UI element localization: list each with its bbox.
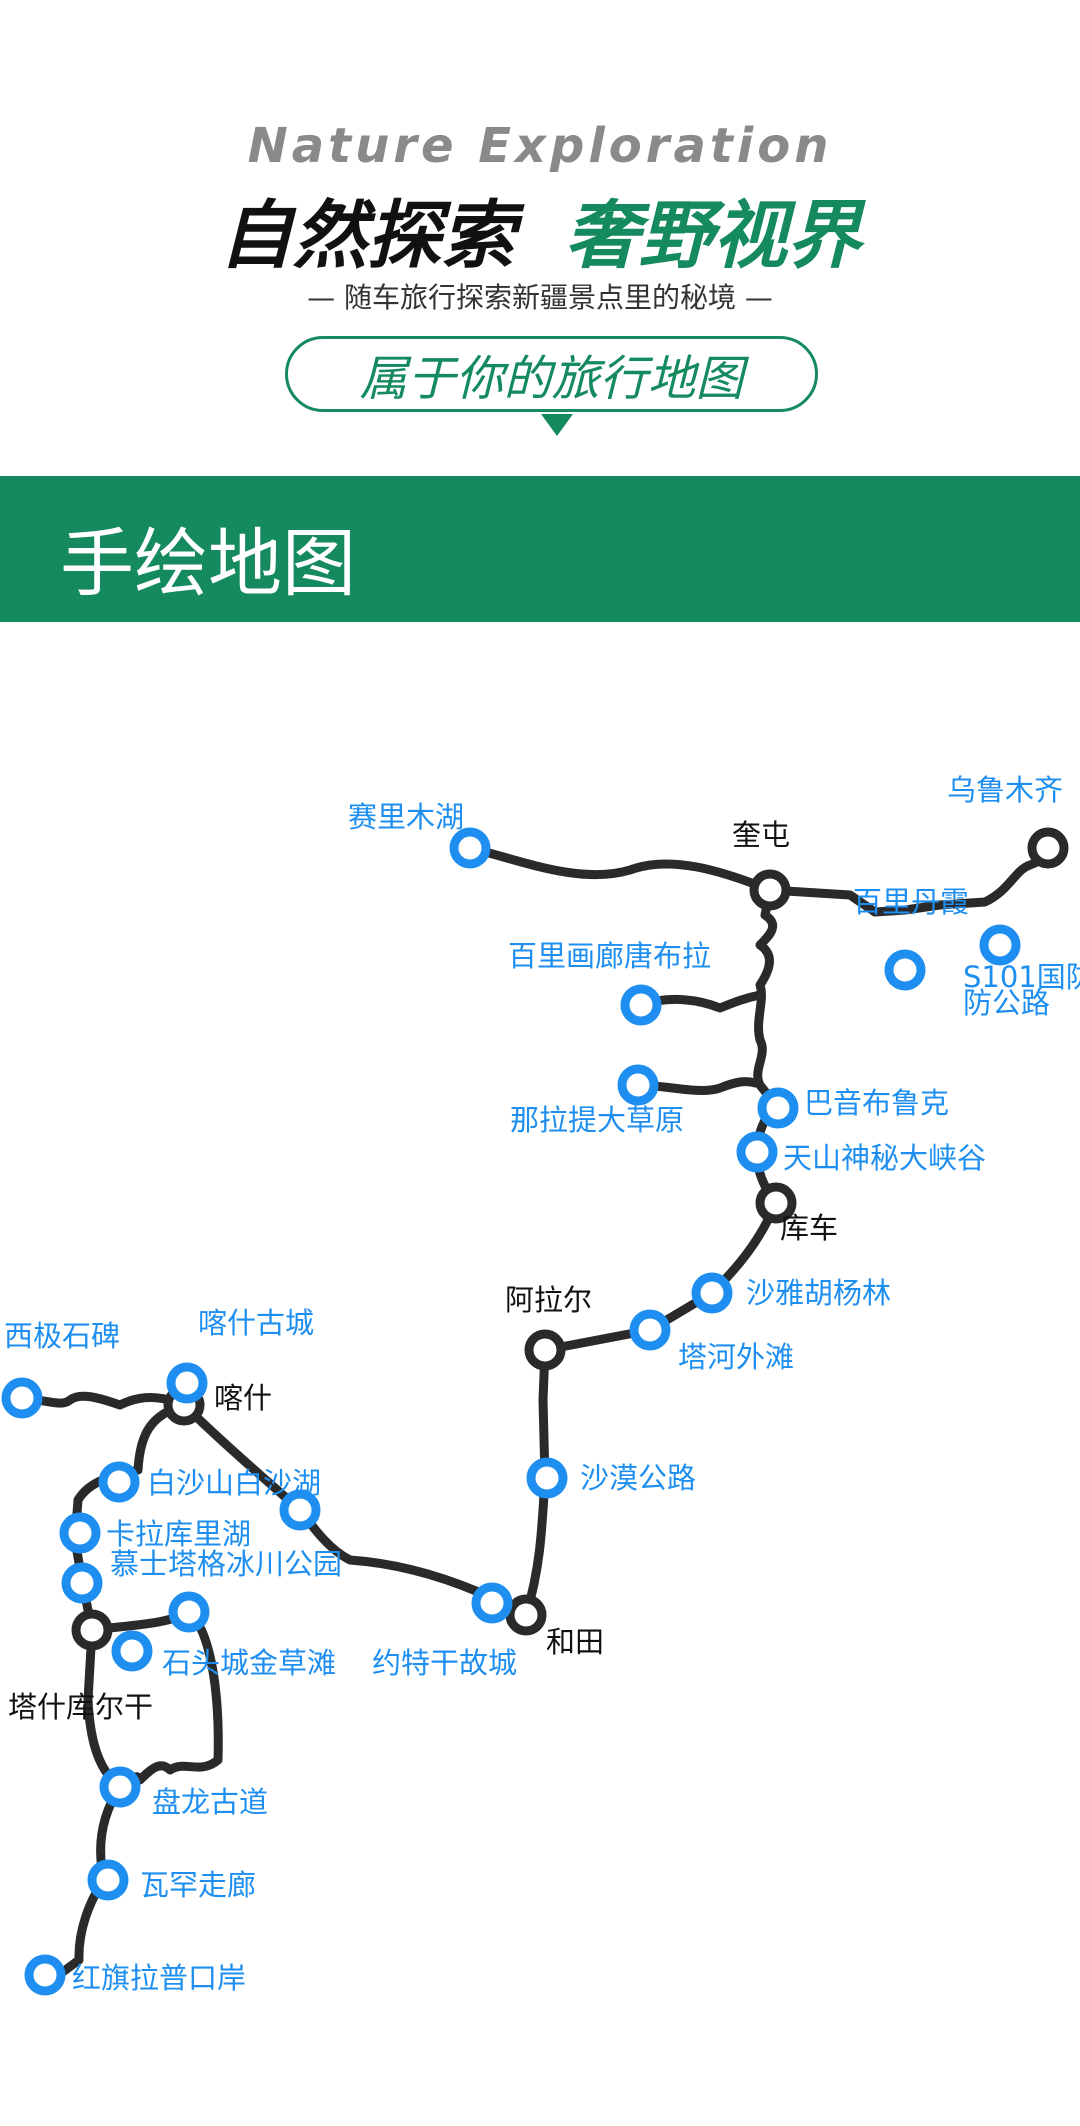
route-branch-nalati	[633, 1077, 760, 1095]
spot-kashgar-oldtown	[166, 1362, 208, 1404]
spot-shaya	[691, 1272, 733, 1314]
spot-yuetegan	[471, 1582, 513, 1624]
label-desert-road: 沙漠公路	[580, 1461, 696, 1495]
label-bailidanxia: 百里丹霞	[853, 885, 969, 919]
route-kashgar-xiji	[19, 1391, 189, 1410]
spot-wahan	[87, 1859, 129, 1901]
label-shitoucheng: 石头城金草滩	[162, 1646, 336, 1680]
label-wahan: 瓦罕走廊	[140, 1868, 256, 1902]
spot-desert-road	[526, 1457, 568, 1499]
label-tangbula: 百里画廊唐布拉	[508, 939, 711, 973]
route-hetian-kashgar	[179, 1400, 531, 1620]
town-kuche	[755, 1182, 797, 1224]
spot-baishashan	[98, 1461, 140, 1503]
label-bayinbuluke: 巴音布鲁克	[804, 1086, 949, 1120]
label-tashkurgan: 塔什库尔干	[8, 1690, 153, 1724]
section-banner: 手绘地图	[0, 476, 1080, 622]
spot-muztagh	[61, 1562, 103, 1604]
spot-panlong	[99, 1766, 141, 1808]
pill-pointer-icon	[541, 414, 573, 436]
spot-tahe	[629, 1309, 671, 1351]
label-baishashan: 白沙山白沙湖	[147, 1466, 321, 1500]
spot-tangbula	[620, 984, 662, 1026]
label-hongqilafu: 红旗拉普口岸	[72, 1961, 246, 1995]
spot-bayinbuluke	[757, 1087, 799, 1129]
spot-s101	[979, 924, 1021, 966]
spot-hongqilafu	[24, 1954, 66, 1996]
english-subtitle: Nature Exploration	[247, 118, 833, 174]
town-tashkurgan	[71, 1609, 113, 1651]
spot-shitoucheng-b	[111, 1630, 153, 1672]
headline-part-1: 自然探索	[219, 193, 515, 279]
label-kuitun: 奎屯	[732, 818, 790, 852]
headline-part-2: 奢野视界	[565, 193, 861, 279]
town-markers	[71, 827, 1069, 1651]
label-xiji: 西极石碑	[4, 1319, 120, 1353]
label-muztagh: 慕士塔格冰川公园	[110, 1547, 342, 1581]
headline: 自然探索奢野视界	[0, 176, 1080, 283]
banner-title: 手绘地图	[60, 521, 356, 607]
label-tahe: 塔河外滩	[678, 1340, 794, 1374]
route-kashgar-tashkurgan	[70, 1400, 189, 1635]
spot-markers	[1, 827, 1021, 1996]
label-urumqi: 乌鲁木齐	[947, 773, 1063, 807]
label-yuetegan: 约特干故城	[372, 1646, 517, 1680]
route-branch-tangbula	[636, 990, 765, 1013]
town-hetian	[505, 1594, 547, 1636]
route-kuitun-sailimu	[465, 843, 775, 895]
label-sailimu: 赛里木湖	[348, 800, 464, 834]
map-title-pill: 属于你的旅行地图	[285, 336, 818, 412]
map-labels: 乌鲁木齐 奎屯 库车 阿拉尔 喀什 和田 塔什库尔干 赛里木湖 百里丹霞 S10…	[4, 773, 1080, 1995]
pill-text: 属于你的旅行地图	[359, 351, 744, 407]
spot-xiji	[1, 1377, 43, 1419]
label-panlong: 盘龙古道	[152, 1785, 268, 1819]
label-s101-line2: 防公路	[963, 986, 1050, 1020]
spot-sailimu	[449, 827, 491, 869]
label-alaer: 阿拉尔	[505, 1283, 592, 1317]
route-tashkurgan-south	[40, 1625, 125, 1990]
town-urumqi	[1027, 827, 1069, 869]
spot-karakul	[59, 1512, 101, 1554]
spot-shitoucheng-a	[168, 1591, 210, 1633]
spot-nalati	[617, 1064, 659, 1106]
label-kashgar-oldtown: 喀什古城	[198, 1306, 314, 1340]
label-tianshan-canyon: 天山神秘大峡谷	[783, 1141, 986, 1175]
town-kuitun	[749, 869, 791, 911]
route-map: 乌鲁木齐 奎屯 库车 阿拉尔 喀什 和田 塔什库尔干 赛里木湖 百里丹霞 S10…	[1, 773, 1080, 1996]
label-nalati: 那拉提大草原	[510, 1103, 684, 1137]
label-karakul: 卡拉库里湖	[106, 1517, 251, 1551]
label-hetian: 和田	[546, 1625, 604, 1659]
tagline: — 随车旅行探索新疆景点里的秘境 —	[307, 281, 773, 314]
label-kashgar: 喀什	[214, 1381, 272, 1415]
spot-bailidanxia	[884, 949, 926, 991]
spot-tianshan-canyon	[736, 1131, 778, 1173]
town-alaer	[524, 1329, 566, 1371]
label-kuche: 库车	[780, 1211, 838, 1245]
label-shaya: 沙雅胡杨林	[746, 1276, 891, 1310]
spot-baishahu	[279, 1489, 321, 1531]
